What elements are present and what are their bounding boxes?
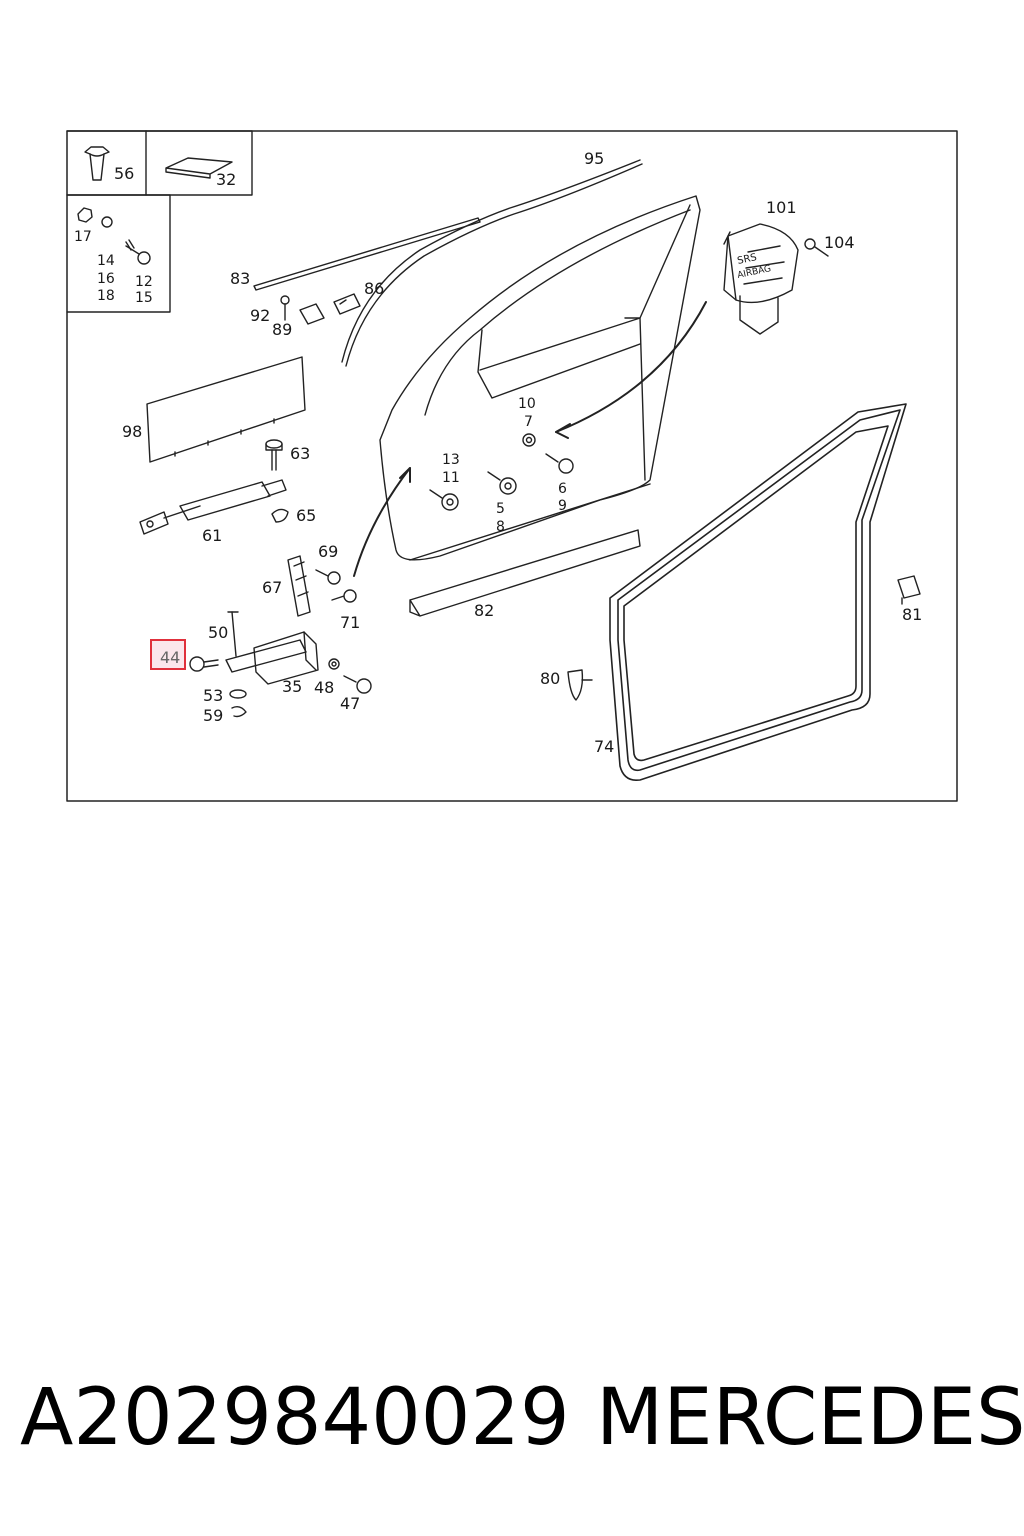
arrow-airbag-to-door [555,301,707,433]
callout-61: 61 [202,526,222,545]
callout-98: 98 [122,422,142,441]
part-95-strip [341,159,641,363]
diagram-frame [66,130,958,802]
part-number: A2029840029 [20,1373,570,1463]
part-74-door-seal [609,403,907,782]
part-83-strip [253,217,481,291]
callout-67: 67 [262,578,282,597]
callout-16: 16 [97,271,115,287]
part-81-clip [897,575,921,605]
callout-74: 74 [594,737,614,756]
callout-47: 47 [340,694,360,713]
part-50-pin [227,611,239,657]
part-6-bolt [545,453,574,474]
highlight-part-44 [150,639,186,670]
callout-56: 56 [114,164,134,183]
part-80-clip [567,669,593,701]
airbag-text-srs: SRS [736,252,758,267]
callout-labels: 56 32 17 14 16 18 12 15 95 101 104 83 86… [74,149,922,756]
callout-69: 69 [318,542,338,561]
callout-7: 7 [524,414,533,430]
part-35-door-check [225,631,319,685]
part-71-bolt [331,589,357,603]
part-56-icon [84,146,110,181]
callout-44: 44 [160,648,180,667]
callout-101: 101 [766,198,797,217]
part-86-clip [333,293,361,315]
callout-32: 32 [216,170,236,189]
callout-104: 104 [824,233,855,252]
callout-65: 65 [296,506,316,525]
callout-6: 6 [558,481,567,497]
callout-82: 82 [474,601,494,620]
part-89-clip [299,303,325,325]
part-14-icon [101,216,113,228]
inset-box-56 [66,130,147,196]
part-53-washer [229,689,247,699]
door-shell [379,195,701,561]
callout-63: 63 [290,444,310,463]
callout-35: 35 [282,677,302,696]
callout-12: 12 [135,274,153,290]
callout-9: 9 [558,498,567,514]
part-12-icon [125,239,151,265]
callout-95: 95 [584,149,604,168]
callout-53: 53 [203,686,223,705]
part-82-sill-strip [409,529,641,617]
part-13-bolt [429,489,459,511]
callout-48: 48 [314,678,334,697]
part-32-icon [165,157,233,179]
part-59-clip [231,705,247,718]
callout-92: 92 [250,306,270,325]
callout-71: 71 [340,613,360,632]
part-7-washer [522,433,536,447]
callout-10: 10 [518,396,536,412]
part-47-bolt [343,675,372,694]
callout-17: 17 [74,229,92,245]
callout-59: 59 [203,706,223,725]
airbag-text-airbag: AIRBAG [737,264,773,281]
part-98-panel [146,356,306,463]
part-69-bolt [315,569,341,585]
callout-81: 81 [902,605,922,624]
callout-80: 80 [540,669,560,688]
callout-89: 89 [272,320,292,339]
part-61-gas-strut [139,479,287,535]
part-44-bolt [189,656,219,672]
part-104-bolt [804,238,829,257]
callout-13: 13 [442,452,460,468]
callout-14: 14 [97,253,115,269]
arrow-hinge-to-door [353,467,411,577]
part-63-bolt [265,439,283,471]
callout-50: 50 [208,623,228,642]
inset-box-32 [145,130,253,196]
part-101-airbag-module [723,223,799,335]
part-17-icon [77,207,93,223]
brand-name: MERCEDES [596,1373,1024,1463]
part-5-bolt [487,471,517,495]
part-92-clip [280,295,290,321]
callout-11: 11 [442,470,460,486]
inset-box-fasteners [66,194,171,313]
callout-83: 83 [230,269,250,288]
part-65-clip [271,508,289,523]
callout-15: 15 [135,290,153,306]
part-67-hinge [287,555,311,617]
callout-18: 18 [97,288,115,304]
callout-5: 5 [496,501,505,517]
part-48-washer [328,658,340,670]
callout-8: 8 [496,519,505,535]
callout-86: 86 [364,279,384,298]
